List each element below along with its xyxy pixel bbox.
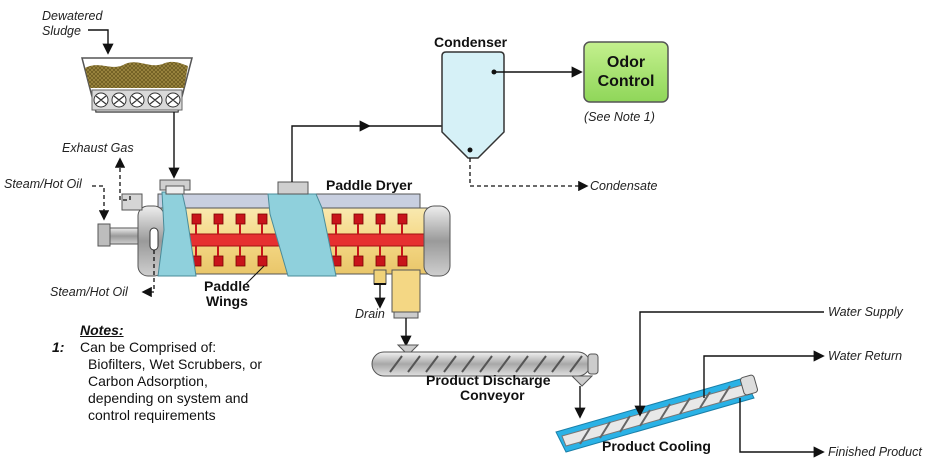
vapor-dome	[267, 193, 337, 277]
label-product-discharge-1: Product Discharge	[426, 372, 551, 388]
exhaust-gas-line	[114, 157, 131, 201]
steam-inlet-line	[92, 185, 110, 221]
dryer-outlet	[391, 269, 421, 313]
dryer-right-end	[423, 205, 451, 277]
note-line-2: Biofilters, Wet Scrubbers, or	[88, 356, 263, 372]
note-line-3: Carbon Adsorption,	[88, 373, 208, 389]
label-dewatered-sludge-1: Dewatered	[42, 9, 103, 23]
paddle-dryer	[97, 179, 451, 319]
finished-product-line	[739, 398, 825, 458]
label-water-supply: Water Supply	[828, 305, 904, 319]
label-odor-control-2: Control	[598, 73, 655, 90]
product-discharge-conveyor	[371, 344, 599, 387]
note-number: 1:	[52, 339, 65, 355]
sludge-hopper	[81, 57, 193, 113]
sludge-inlet-arrow	[88, 29, 114, 55]
note-line-5: control requirements	[88, 407, 216, 423]
water-return-line	[703, 350, 825, 398]
feed-screws	[91, 89, 183, 111]
label-paddle-wings-2: Wings	[206, 293, 248, 309]
label-paddle-wings-1: Paddle	[204, 278, 250, 294]
label-water-return: Water Return	[828, 349, 902, 363]
label-steam-hot-oil-bottom: Steam/Hot Oil	[50, 285, 129, 299]
label-steam-hot-oil-top: Steam/Hot Oil	[4, 177, 83, 191]
odor-control-box	[583, 41, 669, 103]
note-line-1: Can be Comprised of:	[80, 339, 217, 355]
vapor-line	[291, 120, 371, 182]
notes-title: Notes:	[80, 322, 124, 338]
label-condensate: Condensate	[590, 179, 657, 193]
label-condenser: Condenser	[434, 34, 508, 50]
label-product-discharge-2: Conveyor	[460, 387, 525, 403]
condensate-line	[469, 158, 589, 192]
note-line-4: depending on system and	[88, 390, 249, 406]
paddles	[191, 213, 408, 267]
notes-block: Notes: 1: Can be Comprised of: Biofilter…	[52, 322, 312, 424]
paddle-wings-leader	[245, 265, 265, 285]
label-dewatered-sludge-2: Sludge	[42, 24, 81, 38]
label-odor-control-1: Odor	[607, 54, 645, 71]
steam-outlet-line	[141, 250, 155, 298]
label-finished-product: Finished Product	[828, 445, 922, 459]
label-paddle-dryer: Paddle Dryer	[326, 177, 413, 193]
water-supply-line	[634, 311, 824, 417]
label-exhaust-gas: Exhaust Gas	[62, 141, 134, 155]
label-see-note: (See Note 1)	[584, 110, 655, 124]
condenser	[441, 51, 505, 159]
label-product-cooling: Product Cooling	[602, 438, 711, 454]
label-drain: Drain	[355, 307, 385, 321]
